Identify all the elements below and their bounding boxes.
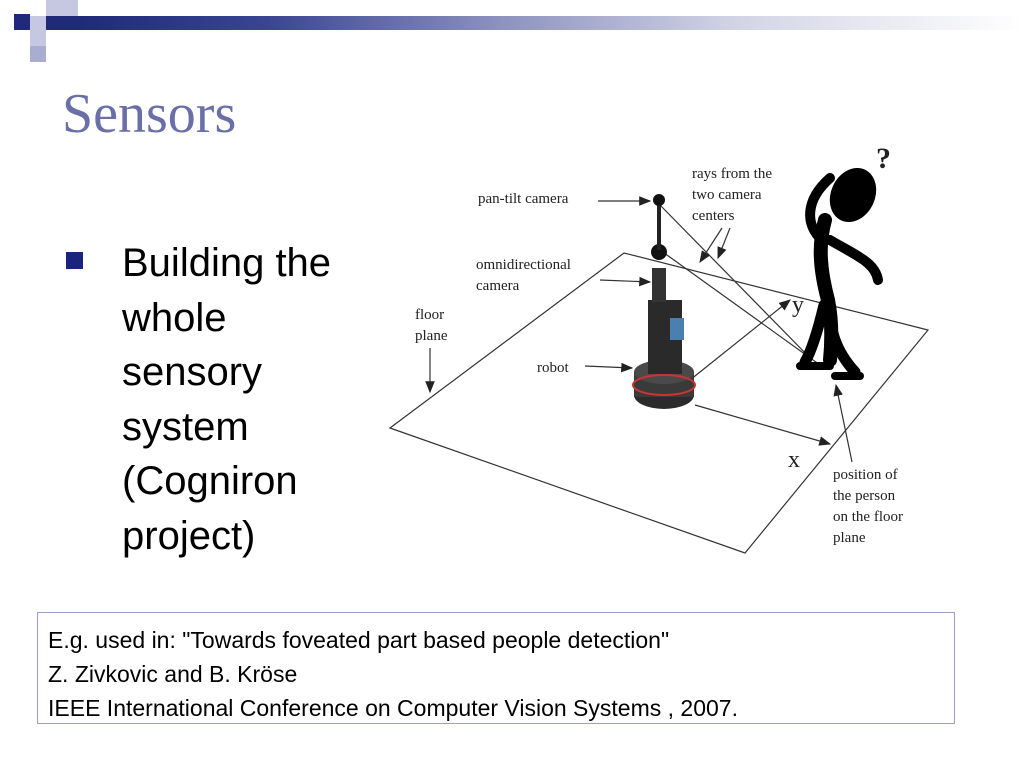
citation-box: E.g. used in: "Towards foveated part bas… [37,612,955,724]
sensor-diagram: ? pan-tilt camera rays from the two came… [385,140,945,570]
sensor-diagram-svg: ? pan-tilt camera rays from the two came… [388,142,930,554]
bullet-line: project) [122,513,256,558]
label-arrow [599,276,652,287]
label-arrow [833,383,853,463]
y-axis-arrow [689,299,791,381]
label-position-line1: position of [833,467,898,483]
label-position-line4: plane [833,530,866,546]
bullet-line: system [122,404,249,449]
question-mark: ? [876,142,891,175]
camera-ray [659,249,821,366]
camera-ray [659,204,813,361]
decor-square [62,16,78,30]
person-figure [796,167,883,380]
floor-plane [388,252,930,554]
citation-line: Z. Zivkovic and B. Kröse [48,661,298,687]
decor-square [46,16,62,30]
decor-square [14,14,30,30]
label-arrow [717,227,731,260]
axis-label-x: x [788,447,800,473]
bullet-line: Building the [122,241,332,285]
label-omni-line2: camera [476,278,520,294]
decor-square [30,16,46,30]
label-rays-line1: rays from the [692,166,772,182]
label-rays-line2: two camera [692,187,762,203]
label-floor-line1: floor [415,307,444,323]
square-bullet-icon [66,252,83,269]
label-position-line3: on the floor [833,509,903,525]
label-arrow [584,362,634,373]
robot-icon [632,194,696,409]
decorative-header-bar [0,0,1024,62]
label-arrow [699,227,723,264]
bullet-line: (Cogniron [122,459,298,503]
label-rays-line3: centers [692,208,735,224]
x-axis-arrow [694,404,832,446]
citation-line: IEEE International Conference on Compute… [48,695,738,721]
citation-line: E.g. used in: "Towards foveated part bas… [48,627,670,653]
label-floor-line2: plane [415,328,448,344]
label-pan-tilt-camera: pan-tilt camera [478,191,569,207]
bullet-line: sensory [122,350,263,394]
axis-label-y: y [792,292,804,318]
label-position-line2: the person [833,488,896,504]
slide-title: Sensors [62,83,237,145]
label-omni-line1: omnidirectional [476,257,571,273]
decor-gradient-band [78,16,1024,30]
label-robot: robot [537,360,569,376]
decor-square [46,0,62,16]
decor-square [62,0,78,16]
decor-square [30,46,46,62]
bullet-line: whole [122,295,227,340]
decor-square [30,30,46,46]
bullet-text: Building the whole sensory system (Cogni… [122,236,382,563]
